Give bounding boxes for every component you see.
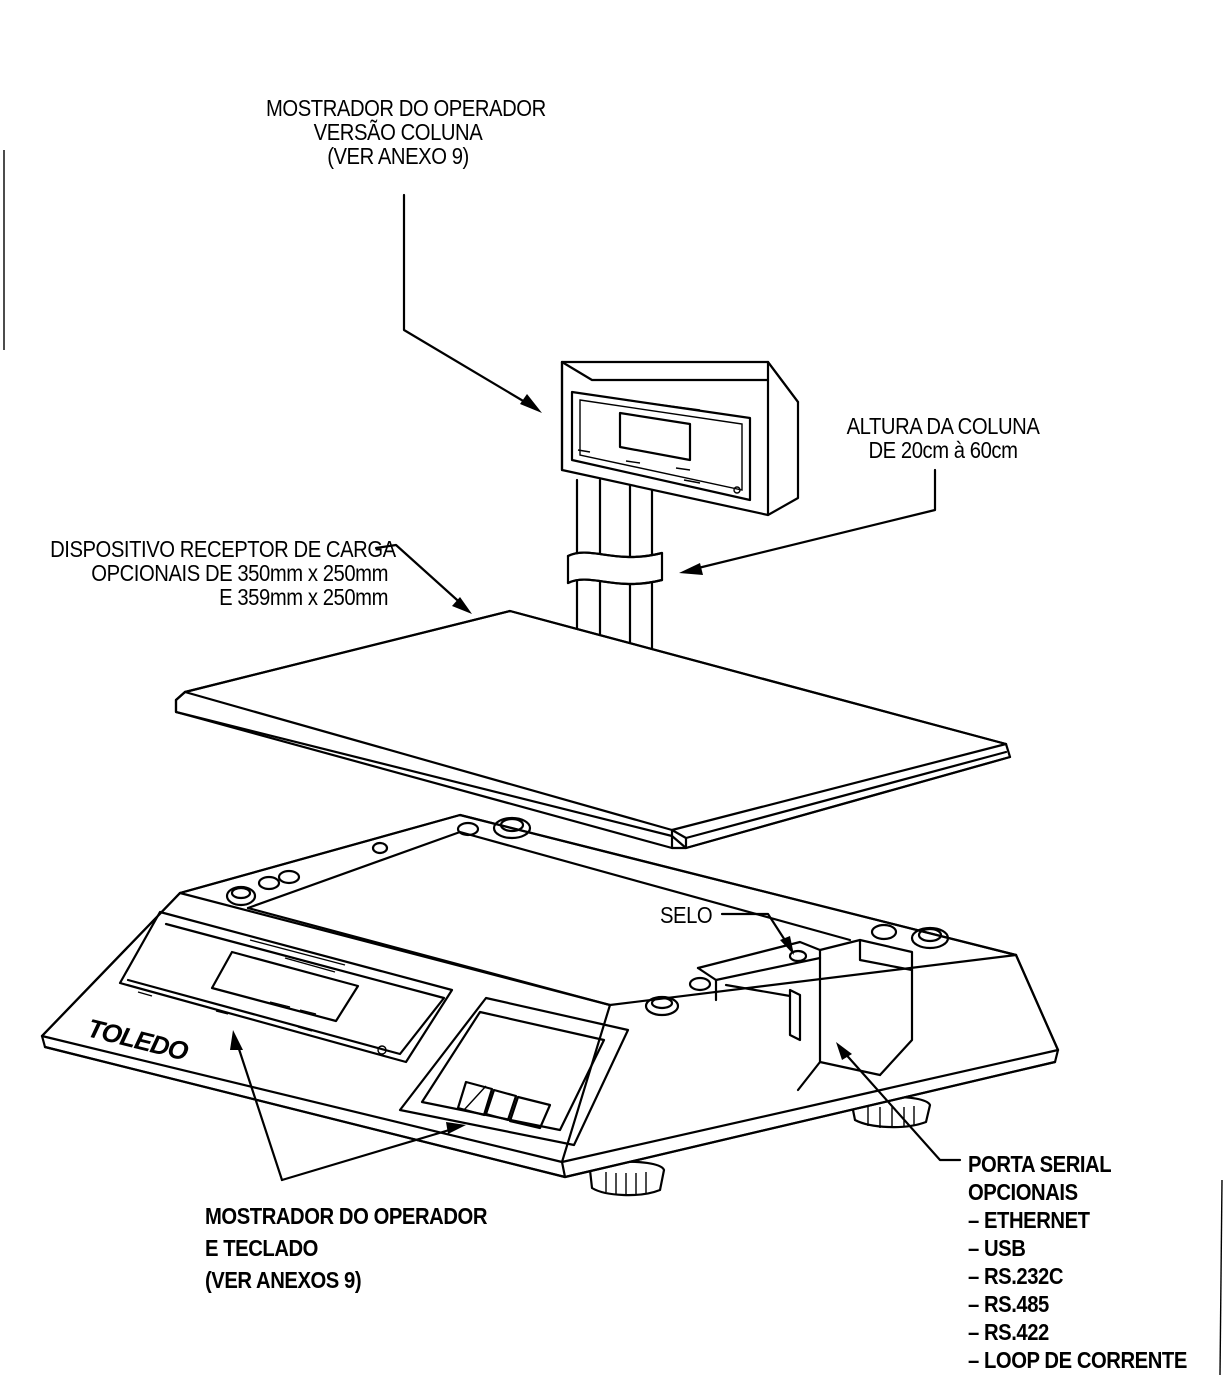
load-receptor-line3: E 359mm x 250mm — [219, 584, 388, 610]
serial-port-line2: OPCIONAIS — [968, 1179, 1078, 1205]
column-height-line1: ALTURA DA COLUNA — [846, 413, 1040, 439]
leader-lines — [230, 193, 962, 1182]
serial-option-loop: – LOOP DE CORRENTE — [968, 1347, 1187, 1373]
operator-display-keyboard-callout: MOSTRADOR DO OPERADOR E TECLADO (VER ANE… — [205, 1200, 487, 1296]
column-display-line1: MOSTRADOR DO OPERADOR — [266, 95, 546, 121]
seal-label: SELO — [660, 902, 713, 928]
column-display-unit — [560, 360, 800, 657]
serial-option-rs422: – RS.422 — [968, 1319, 1049, 1345]
serial-option-usb: – USB — [968, 1235, 1026, 1261]
column-height-callout: ALTURA DA COLUNA DE 20cm à 60cm — [842, 414, 1044, 462]
load-receptor-platter — [174, 609, 1012, 850]
column-height-line2: DE 20cm à 60cm — [868, 437, 1018, 463]
column-display-line3: (VER ANEXO 9) — [327, 143, 469, 169]
serial-option-rs232c: – RS.232C — [968, 1263, 1064, 1289]
load-receptor-line1: DISPOSITIVO RECEPTOR DE CARGA — [50, 536, 396, 562]
operator-display-line1: MOSTRADOR DO OPERADOR — [205, 1203, 487, 1229]
scan-edge-marks — [3, 150, 1223, 1375]
serial-option-rs485: – RS.485 — [968, 1291, 1049, 1317]
serial-port-callout: PORTA SERIAL OPCIONAIS – ETHERNET – USB … — [968, 1150, 1187, 1374]
scale-base — [40, 813, 1060, 1197]
seal-callout: SELO — [660, 902, 713, 928]
load-receptor-line2: OPCIONAIS DE 350mm x 250mm — [91, 560, 389, 586]
serial-port-line1: PORTA SERIAL — [968, 1151, 1112, 1177]
serial-option-ethernet: – ETHERNET — [968, 1207, 1090, 1233]
column-display-line2: VERSÃO COLUNA — [313, 119, 483, 145]
column-display-callout: MOSTRADOR DO OPERADOR VERSÃO COLUNA (VER… — [266, 95, 546, 169]
operator-display-line2: E TECLADO — [205, 1235, 318, 1261]
operator-display-line3: (VER ANEXOS 9) — [205, 1267, 362, 1293]
load-receptor-callout: DISPOSITIVO RECEPTOR DE CARGA OPCIONAIS … — [50, 536, 396, 610]
